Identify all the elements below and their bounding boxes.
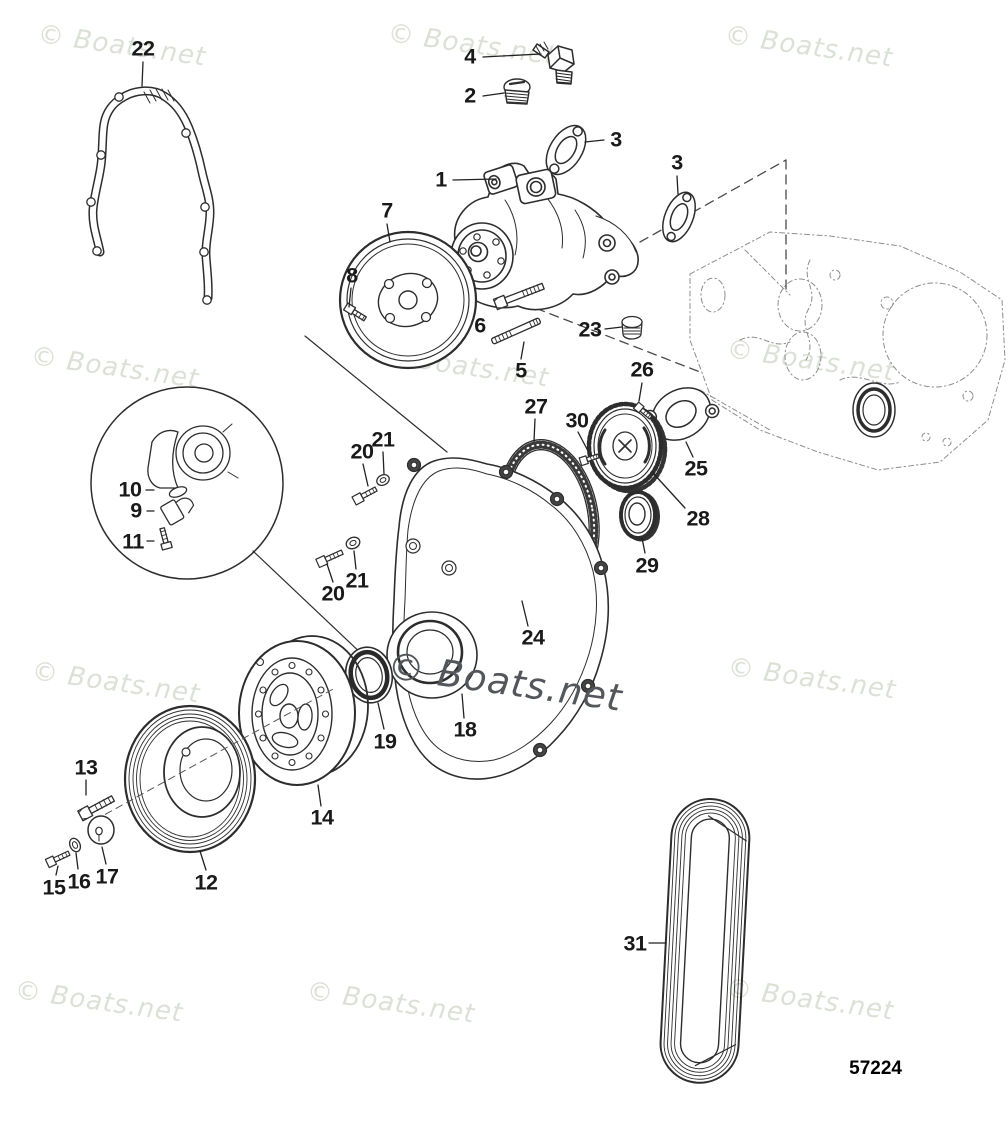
bolt-20-upper [351,486,378,506]
callout-17: 17 [95,864,119,889]
bolt-30 [578,453,600,467]
callout-24: 24 [521,625,545,650]
callout-19: 19 [373,729,397,754]
callout-13: 13 [74,755,98,780]
water-pump-pulley-7 [338,230,478,370]
callout-2: 2 [464,83,476,108]
cam-sprocket-28 [586,401,668,494]
callout-9: 9 [130,498,142,523]
retainer-plate-25 [642,387,720,441]
callout-7: 7 [381,198,393,223]
diagram-number: 57224 [849,1058,902,1079]
callout-5: 5 [515,358,527,383]
harmonic-balancer-14 [238,635,369,786]
callout-14: 14 [310,805,334,830]
bolt-8 [342,302,367,322]
washer-16 [68,837,82,853]
callout-20: 20 [321,581,345,606]
pointer-line-cover [304,335,448,453]
callout-leader-lines [55,53,694,944]
callout-12: 12 [194,870,218,895]
exploded-axis-dash [94,687,336,821]
callout-31: 31 [623,931,647,956]
callout-1: 1 [435,167,447,192]
callout-27: 27 [524,394,548,419]
crank-sprocket-29 [619,490,660,542]
callout-20: 20 [350,439,374,464]
bolt-15 [44,850,71,869]
elbow-fitting-4 [532,41,575,85]
callout-11: 11 [122,529,144,554]
timing-cover-18 [386,457,610,780]
serpentine-belt-31 [659,798,751,1084]
callout-18: 18 [453,717,477,742]
callout-3: 3 [610,127,622,152]
callout-21: 21 [371,427,395,452]
nut-23 [621,315,643,340]
bolt-6 [492,282,545,311]
plug-2 [503,78,531,105]
washer-21-upper [376,473,390,487]
bolt-26 [632,401,653,420]
inset-detail-circle [90,386,366,658]
callout-16: 16 [67,869,91,894]
water-pump-1 [450,162,639,311]
callout-15: 15 [42,875,66,900]
callout-29: 29 [635,553,659,578]
bolt-13 [77,795,116,822]
gasket-3-left [545,124,587,176]
crank-seal-on-block [852,382,896,438]
gasket-3-right [662,191,696,243]
callout-10: 10 [118,477,142,502]
washer-17 [87,815,115,845]
callout-26: 26 [630,357,654,382]
callout-21: 21 [345,568,369,593]
callout-25: 25 [684,456,708,481]
callout-30: 30 [565,408,589,433]
callout-3: 3 [671,150,683,175]
front-seal-19 [344,646,394,704]
timing-cover-gasket-22 [86,86,215,305]
bolt-20-lower [315,549,344,569]
callout-8: 8 [346,263,358,288]
washer-21-lower [345,536,361,550]
engine-block-phantom [689,231,1006,471]
callout-4: 4 [464,44,476,69]
callout-6: 6 [474,313,486,338]
callout-22: 22 [131,36,155,61]
crank-pulley-12 [123,704,257,854]
callout-23: 23 [578,317,602,342]
stud-5 [491,317,541,345]
callout-28: 28 [686,506,710,531]
